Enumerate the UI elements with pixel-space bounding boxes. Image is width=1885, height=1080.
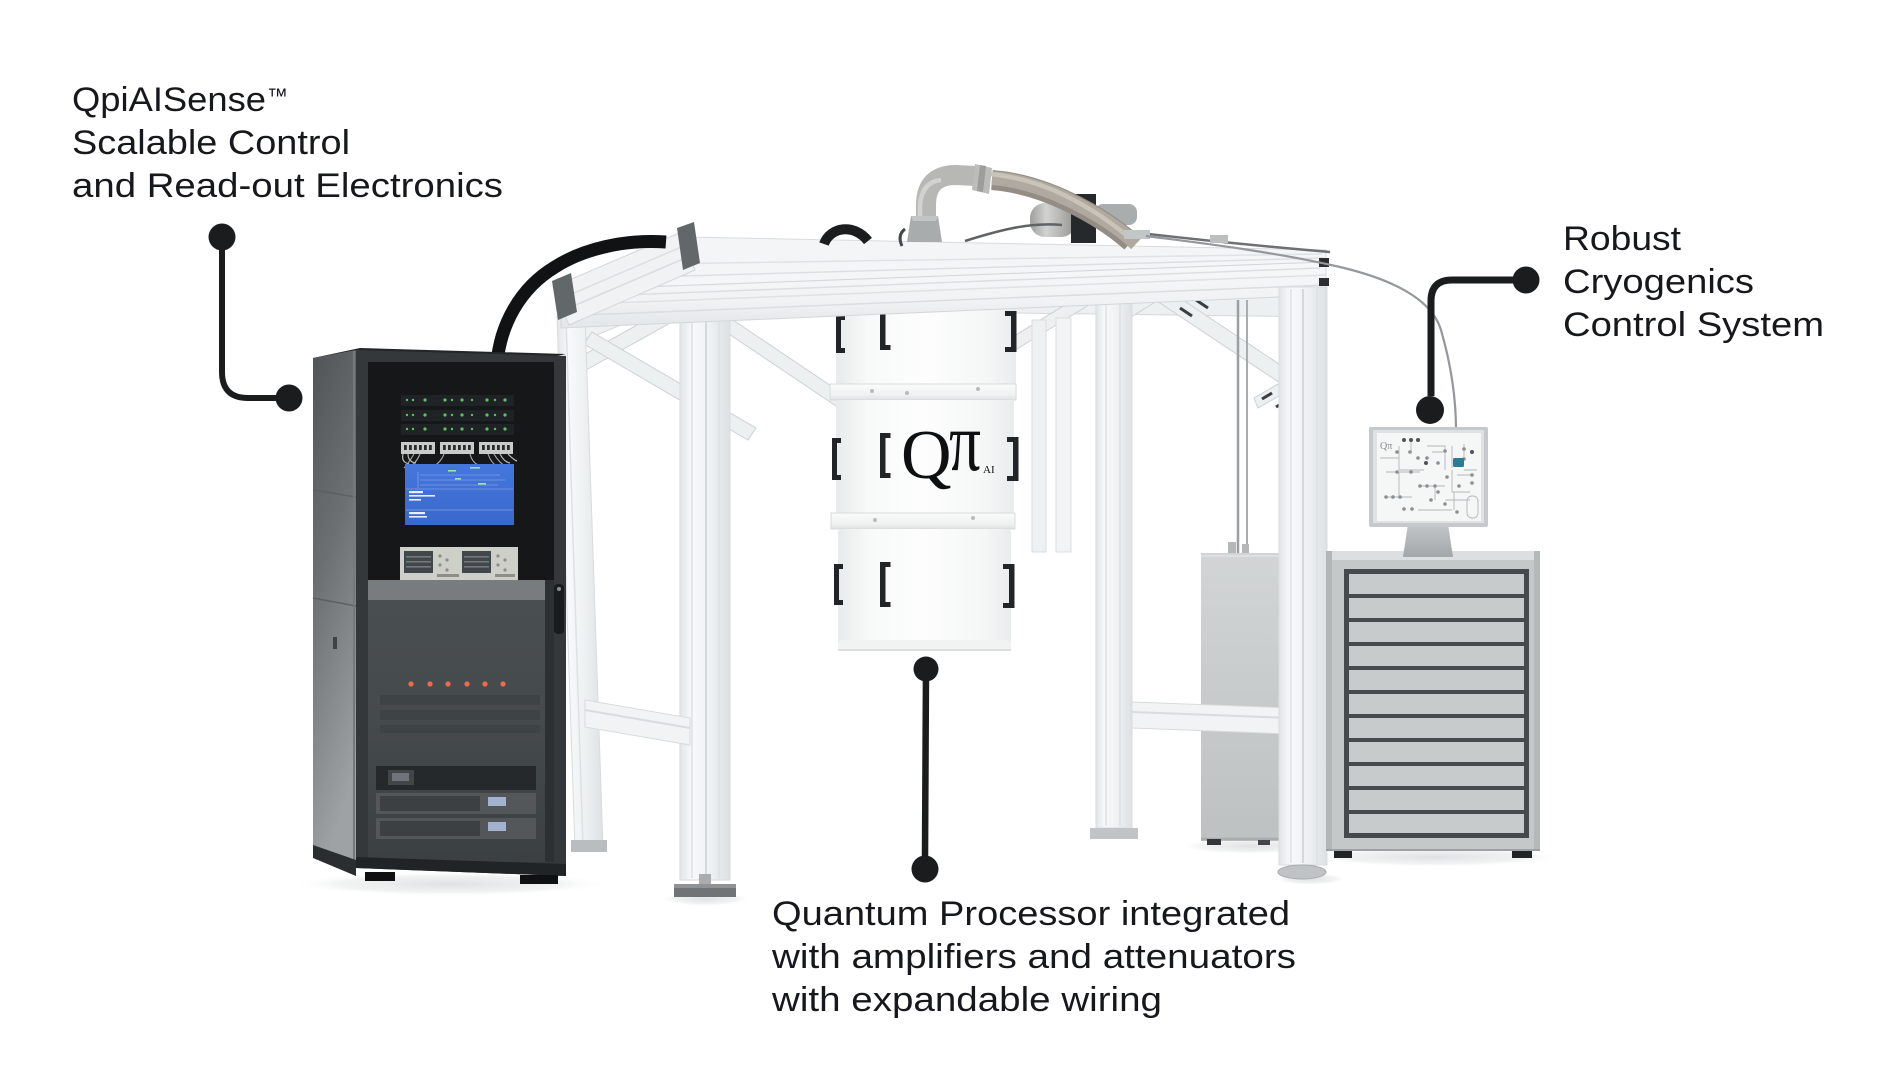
svg-text:Qπ: Qπ bbox=[1380, 441, 1392, 452]
svg-text:™: ™ bbox=[267, 85, 288, 108]
svg-text:Quantum Processor integrated: Quantum Processor integrated bbox=[772, 895, 1290, 933]
svg-text:Robust: Robust bbox=[1563, 220, 1681, 258]
svg-text:with amplifiers and attenuator: with amplifiers and attenuators bbox=[771, 938, 1296, 976]
svg-text:Q: Q bbox=[901, 417, 952, 494]
svg-text:QpiAISense: QpiAISense bbox=[72, 81, 266, 119]
svg-text:Control System: Control System bbox=[1563, 306, 1824, 344]
svg-text:with expandable wiring: with expandable wiring bbox=[771, 981, 1162, 1019]
svg-text:Scalable Control: Scalable Control bbox=[72, 124, 350, 162]
svg-text:AI: AI bbox=[983, 464, 995, 476]
svg-text:and Read-out Electronics: and Read-out Electronics bbox=[72, 167, 503, 205]
svg-text:π: π bbox=[949, 396, 981, 489]
svg-text:Cryogenics: Cryogenics bbox=[1563, 263, 1754, 301]
